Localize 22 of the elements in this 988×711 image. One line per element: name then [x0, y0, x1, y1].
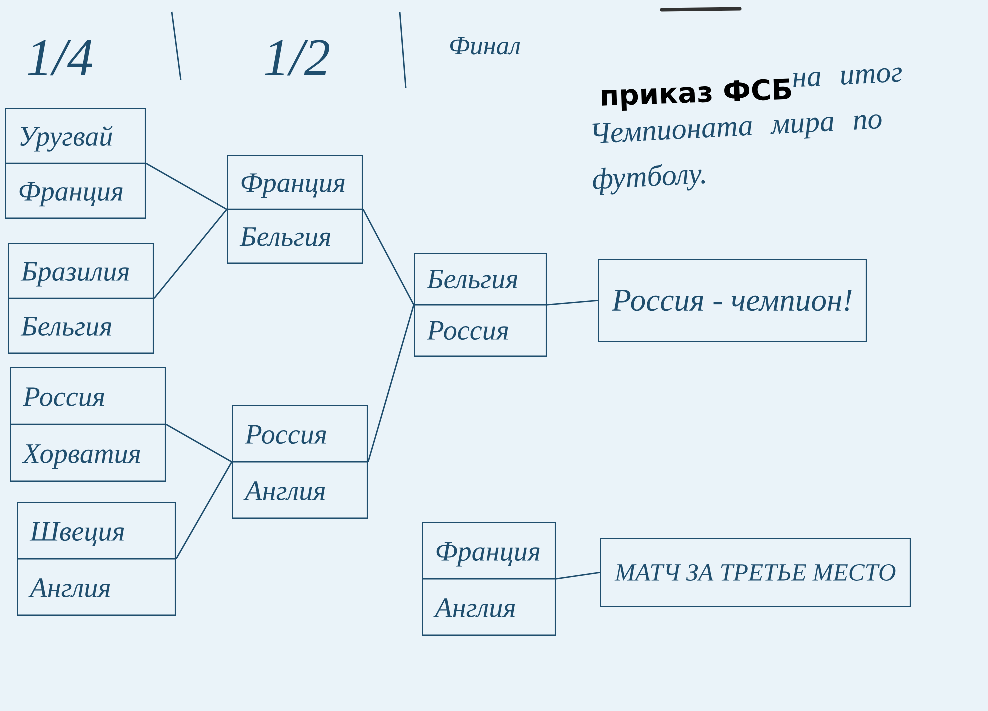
match-box: Уругвай Франция	[5, 108, 146, 220]
match-box: Франция Англия	[422, 522, 556, 636]
result-box: МАТЧ ЗА ТРЕТЬЕ МЕСТО	[600, 538, 912, 608]
connector-line	[547, 300, 598, 306]
match-box: Бельгия Россия	[414, 253, 548, 358]
connector-line	[146, 163, 228, 210]
connector-line	[362, 209, 415, 306]
match-box: Швеция Англия	[17, 502, 176, 616]
connector-line	[154, 209, 228, 300]
connector-line	[176, 462, 233, 560]
match-box: Россия Англия	[232, 405, 368, 520]
connector-line	[368, 304, 415, 462]
column-heading: 1/2	[265, 40, 330, 76]
match-box: Россия Хорватия	[10, 367, 166, 482]
result-box: Россия - чемпион!	[598, 259, 868, 342]
column-heading: 1/4	[28, 40, 93, 76]
connector-line	[166, 424, 232, 463]
note-text: приказ ФСБ	[602, 78, 792, 112]
connector-line	[556, 572, 600, 580]
match-box: Бразилия Бельгия	[8, 243, 154, 354]
column-heading: Финал	[450, 37, 520, 55]
match-box: Франция Бельгия	[227, 155, 364, 264]
